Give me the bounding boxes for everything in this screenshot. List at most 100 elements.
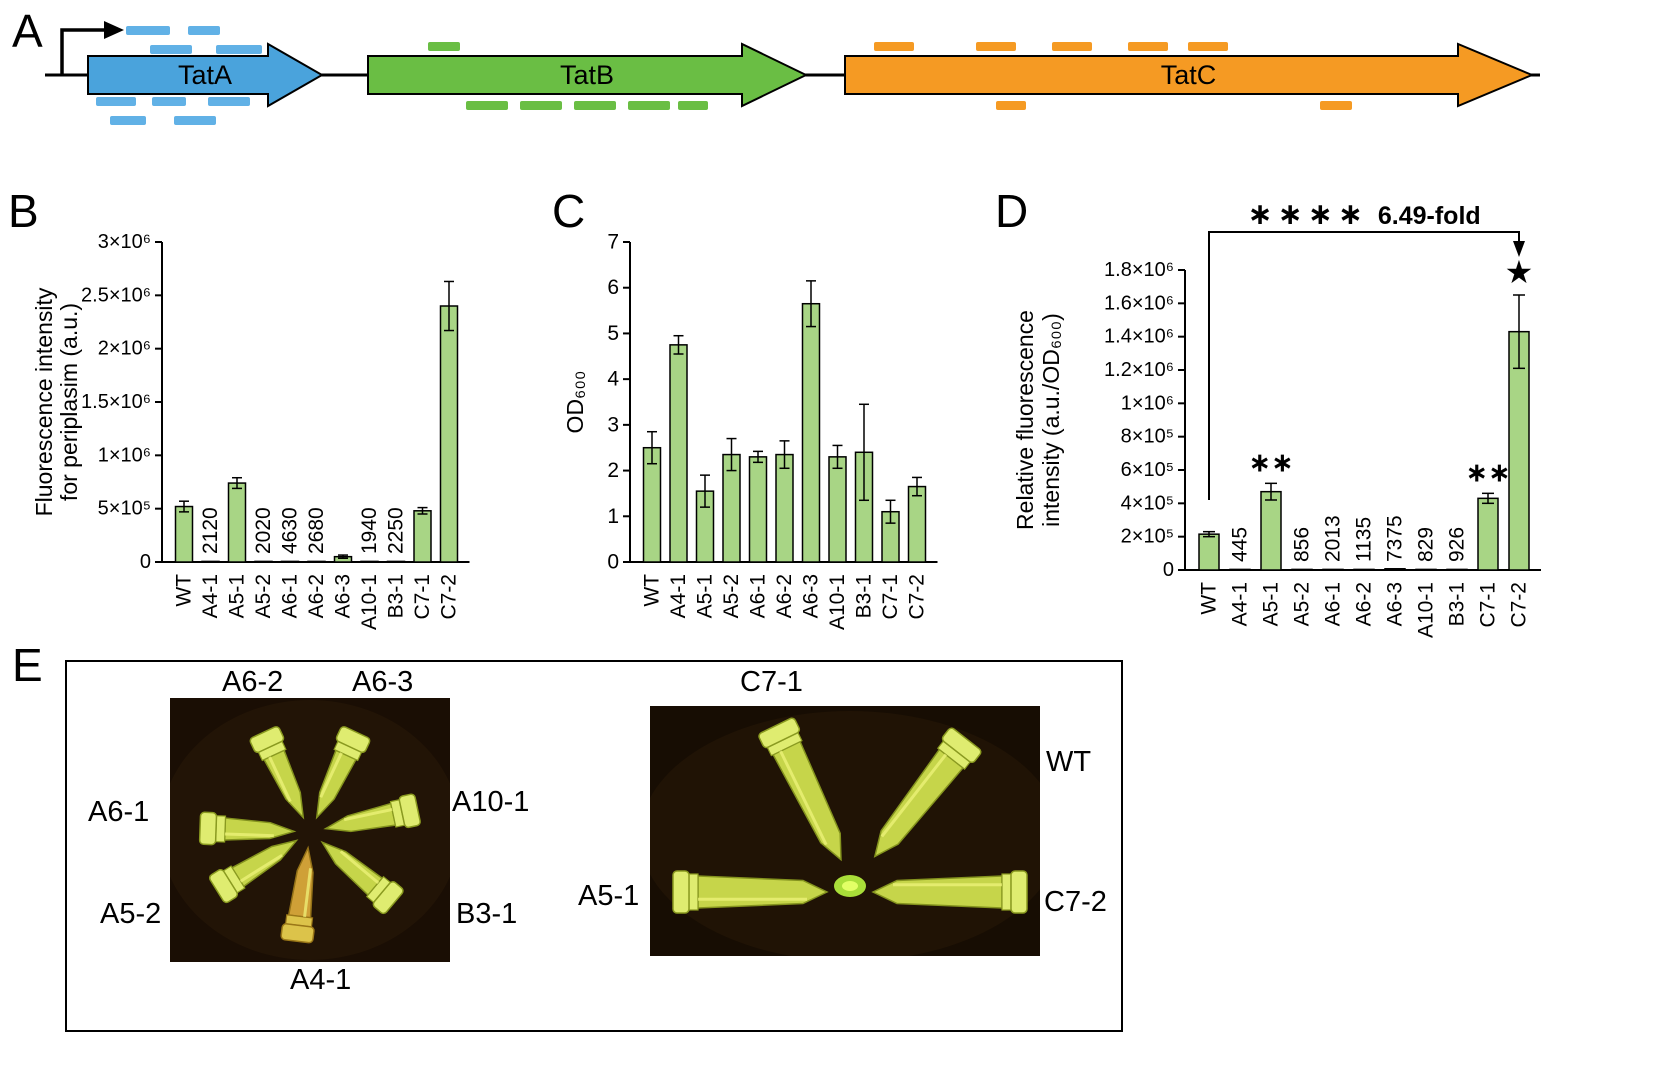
- bar-A6-1: [280, 560, 300, 563]
- mutation-dash: [208, 97, 250, 106]
- svg-text:B3-1: B3-1: [1446, 582, 1469, 626]
- svg-text:WT: WT: [641, 574, 664, 607]
- svg-text:2×10⁶: 2×10⁶: [98, 338, 151, 360]
- svg-text:A5-2: A5-2: [720, 574, 743, 618]
- svg-text:1×10⁶: 1×10⁶: [98, 444, 151, 466]
- svg-text:C7-1: C7-1: [411, 574, 434, 620]
- bar-WT: [642, 446, 662, 563]
- bar-C7-1: [413, 510, 432, 563]
- mutation-dash: [976, 42, 1016, 51]
- svg-text:6: 6: [607, 276, 619, 299]
- mutation-dash: [126, 26, 170, 35]
- svg-text:C7-2: C7-2: [1508, 582, 1531, 628]
- tube: [873, 727, 982, 858]
- mutation-dash: [1052, 42, 1092, 51]
- svg-text:A5-1: A5-1: [694, 574, 717, 618]
- svg-text:A6-3: A6-3: [1384, 582, 1407, 626]
- svg-text:2: 2: [607, 459, 619, 482]
- comparison-bracket: [1208, 231, 1520, 500]
- svg-text:926: 926: [1446, 527, 1469, 562]
- bar-C7-1: [1477, 497, 1499, 571]
- svg-text:A10-1: A10-1: [358, 574, 381, 630]
- svg-text:A5-1: A5-1: [226, 574, 249, 618]
- red-star-marker: ★: [1505, 254, 1534, 290]
- svg-text:0: 0: [607, 551, 619, 574]
- svg-text:1940: 1940: [358, 507, 381, 554]
- bar-A10-1: [828, 456, 847, 563]
- tube: [280, 845, 315, 944]
- svg-text:A6-2: A6-2: [305, 574, 328, 618]
- bar-A6-3: [1384, 568, 1406, 571]
- svg-text:A6-3: A6-3: [800, 574, 823, 618]
- bar-A5-1: [1260, 490, 1282, 571]
- svg-text:4: 4: [607, 368, 619, 391]
- svg-text:8×10⁵: 8×10⁵: [1121, 426, 1174, 448]
- bar-C7-2: [907, 485, 927, 563]
- bar-A5-2: [1291, 568, 1313, 571]
- gene-arrow-TatA: [87, 42, 325, 108]
- mutation-dash: [150, 45, 192, 54]
- svg-text:1.5×10⁶: 1.5×10⁶: [81, 391, 151, 413]
- bar-A6-3: [801, 302, 821, 563]
- mutation-dash: [1188, 42, 1228, 51]
- mutation-dash: [152, 97, 186, 106]
- svg-text:A4-1: A4-1: [667, 574, 690, 618]
- bar-B3-1: [386, 560, 406, 563]
- panel-d-chart: 02×10⁵4×10⁵6×10⁵8×10⁵1×10⁶1.2×10⁶1.4×10⁶…: [1012, 198, 1541, 638]
- bar-A6-2: [775, 453, 794, 563]
- svg-text:C7-2: C7-2: [438, 574, 461, 620]
- gene-arrow-TatB: [367, 42, 809, 108]
- bar-C7-2: [439, 305, 459, 563]
- tube-label-a6-1: A6-1: [88, 796, 150, 828]
- svg-text:Relative fluorescence: Relative fluorescence: [1012, 310, 1038, 530]
- svg-text:7: 7: [607, 231, 619, 254]
- bar-A10-1: [360, 560, 379, 563]
- svg-text:2013: 2013: [1322, 515, 1345, 562]
- tube-label-c7-2: C7-2: [1044, 886, 1107, 918]
- tube: [871, 870, 1028, 914]
- bar-A10-1: [1415, 568, 1437, 571]
- svg-text:A10-1: A10-1: [826, 574, 849, 630]
- tube-label-a10-1: A10-1: [452, 786, 530, 818]
- svg-text:A6-2: A6-2: [773, 574, 796, 618]
- svg-text:1135: 1135: [1353, 517, 1376, 562]
- bar-A6-2: [307, 560, 326, 563]
- svg-text:C7-1: C7-1: [1477, 582, 1500, 628]
- svg-text:A6-1: A6-1: [279, 574, 302, 618]
- svg-text:A6-1: A6-1: [1322, 582, 1345, 626]
- bar-A5-1: [227, 482, 247, 563]
- svg-text:C7-2: C7-2: [906, 574, 929, 620]
- svg-text:intensity (a.u./OD₆₀₀): intensity (a.u./OD₆₀₀): [1038, 313, 1064, 527]
- svg-text:WT: WT: [1198, 582, 1221, 615]
- mutation-dash: [110, 116, 146, 125]
- svg-text:0: 0: [140, 551, 151, 573]
- svg-text:A6-3: A6-3: [332, 574, 355, 618]
- svg-text:B3-1: B3-1: [385, 574, 408, 618]
- svg-text:WT: WT: [173, 574, 196, 607]
- svg-text:A4-1: A4-1: [1229, 582, 1252, 626]
- svg-text:6×10⁵: 6×10⁵: [1121, 459, 1174, 481]
- svg-text:5: 5: [607, 322, 619, 345]
- mutation-dash: [1128, 42, 1168, 51]
- bar-A6-1: [1322, 568, 1344, 571]
- svg-text:1.6×10⁶: 1.6×10⁶: [1104, 292, 1174, 314]
- tube: [315, 726, 371, 820]
- fold-change-annotation: ∗∗∗∗6.49-fold: [1247, 198, 1480, 231]
- gene-label-TatB: TatB: [560, 60, 614, 90]
- svg-text:4×10⁵: 4×10⁵: [1121, 492, 1174, 514]
- svg-text:A5-2: A5-2: [252, 574, 275, 618]
- svg-text:1×10⁶: 1×10⁶: [1121, 392, 1174, 414]
- svg-text:A5-2: A5-2: [1291, 582, 1314, 626]
- svg-text:1: 1: [607, 505, 619, 528]
- promoter-arrow: [60, 28, 106, 75]
- tube-label-c7-1: C7-1: [740, 666, 803, 698]
- mutation-dash: [996, 101, 1026, 110]
- bar-A6-1: [748, 456, 768, 563]
- mutation-dash: [188, 26, 220, 35]
- mutation-dash: [174, 116, 216, 125]
- tube-label-wt: WT: [1046, 746, 1092, 778]
- svg-text:for periplasim (a.u.): for periplasim (a.u.): [56, 303, 82, 501]
- tube-label-a4-1: A4-1: [290, 964, 352, 996]
